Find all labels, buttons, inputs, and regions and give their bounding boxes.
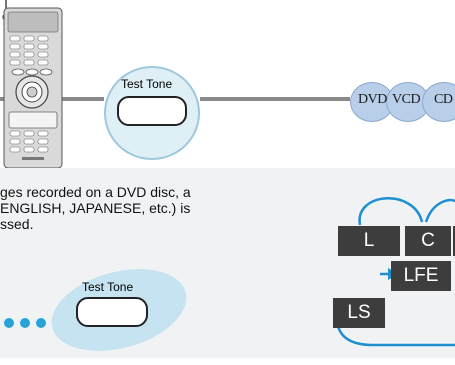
speaker-left-surround: LS bbox=[333, 298, 385, 328]
test-tone-button-bottom[interactable] bbox=[76, 297, 148, 327]
speaker-partial-edge bbox=[453, 226, 455, 256]
description-text: ges recorded on a DVD disc, a ENGLISH, J… bbox=[0, 184, 300, 232]
connector-line-right bbox=[200, 97, 350, 101]
signal-dot-1 bbox=[4, 318, 14, 328]
signal-dot-3 bbox=[36, 318, 46, 328]
remote-control-icon bbox=[2, 0, 63, 168]
speaker-left: L bbox=[338, 226, 400, 256]
test-tone-label-top: Test Tone bbox=[121, 77, 173, 91]
test-tone-label-bottom: Test Tone bbox=[82, 280, 134, 294]
test-tone-button-top[interactable] bbox=[117, 96, 187, 126]
speaker-center: C bbox=[405, 226, 451, 256]
disc-label-dvd: DVD bbox=[358, 92, 387, 107]
disc-label-vcd: VCD bbox=[392, 92, 421, 107]
speaker-lfe-label: LFE bbox=[403, 265, 439, 286]
dvd-disc-icon bbox=[350, 82, 394, 122]
description-line-2: ENGLISH, JAPANESE, etc.) is bbox=[0, 200, 191, 216]
signal-dot-2 bbox=[20, 318, 30, 328]
disc-type-logos: DVD VCD CD bbox=[348, 82, 455, 122]
disc-label-cd: CD bbox=[434, 92, 453, 107]
description-line-1: ges recorded on a DVD disc, a bbox=[0, 184, 191, 200]
cd-disc-icon bbox=[422, 82, 455, 122]
description-line-3: ssed. bbox=[0, 216, 34, 232]
speaker-lfe: LFE bbox=[391, 261, 451, 291]
